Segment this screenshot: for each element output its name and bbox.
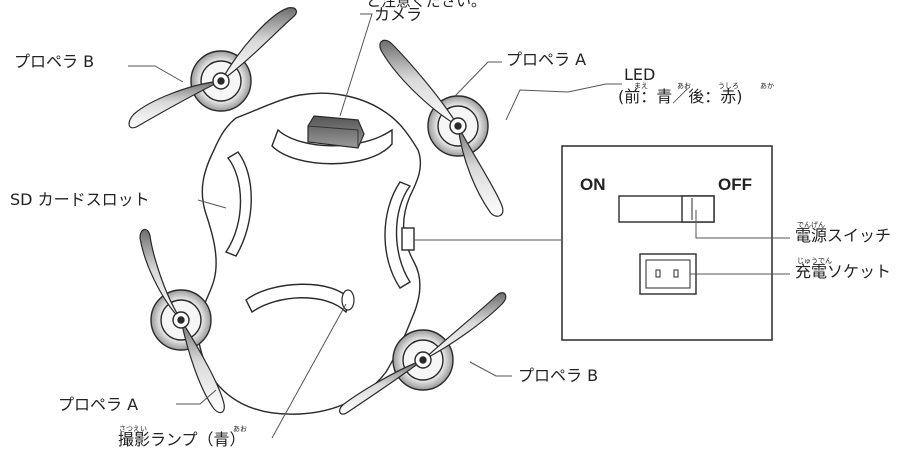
label-led-detail: (前：青／後：赤) [618, 87, 743, 106]
label-propeller-b-top: プロペラ B [14, 52, 95, 71]
top-note: と注意ください。 [366, 0, 487, 10]
hub-centers [172, 72, 467, 369]
ruby-aka: あか [760, 82, 774, 90]
bumpers [224, 128, 412, 314]
ruby-mae: まえ [634, 82, 648, 90]
label-led: LED [624, 65, 656, 84]
charge-socket-inner [645, 259, 691, 289]
side-connector [401, 227, 415, 251]
label-shooting-lamp: 撮影ランプ（青） [118, 430, 246, 449]
camera [307, 115, 365, 149]
propeller-blades [128, 7, 507, 415]
drone-body [197, 92, 422, 415]
power-switch-knob [681, 195, 715, 223]
panel-on-label: ON [580, 175, 606, 194]
ruby-dengen: でんげん [797, 221, 825, 229]
ruby-juuden: じゅうでん [797, 257, 832, 265]
label-propeller-b-bottom: プロペラ B [518, 366, 599, 385]
switch-panel [561, 145, 773, 341]
ruby-satsuei: さつえい [119, 425, 147, 433]
label-power-switch: 電源スイッチ [795, 226, 892, 245]
leader-lines [128, 13, 790, 439]
label-propeller-a-top: プロペラ A [506, 50, 587, 69]
panel-off-label: OFF [718, 175, 752, 194]
label-charge-socket: 充電ソケット [795, 262, 892, 281]
ruby-ushiro: うしろ [718, 82, 739, 90]
label-propeller-a-bottom: プロペラ A [58, 395, 139, 414]
ruby-ao: あお [677, 82, 691, 90]
label-camera: カメラ [374, 5, 423, 24]
label-sd-slot: SD カードスロット [10, 190, 150, 209]
ruby-ao2: あお [233, 425, 247, 433]
